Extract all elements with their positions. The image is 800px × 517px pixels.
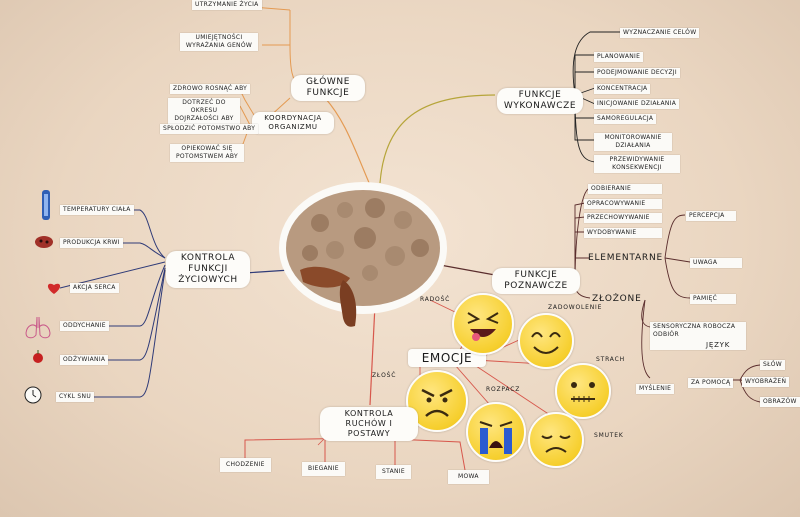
movement-walking: CHODZENIE [220,458,271,472]
coordination-label: KOORDYNACJA ORGANIZMU [252,112,334,134]
cog-elem-memory: PAMIĘĆ [690,294,736,304]
exec-item-initiating: INICJOWANIE DZIAŁANIA [594,99,680,109]
exec-item-decisions: PODEJMOWANIE DECYZJI [594,68,680,78]
cognitive-title: FUNKCJE POZNAWCZE [492,268,580,294]
complex-label: ZŁOŻONE [592,294,642,304]
cog-item-storing: PRZECHOWYWANIE [584,213,662,223]
executive-title: FUNKCJE WYKONAWCZE [497,88,583,114]
control-title: KONTROLA FUNKCJI ŻYCIOWYCH [166,251,250,288]
exec-item-concentration: KONCENTRACJA [594,84,651,94]
emotions-title: EMOCJE [408,349,486,367]
cog-elem-perception: PERCEPCJA [686,211,736,221]
coord-item-1: ZDROWO ROSNĄĆ ABY [170,84,251,94]
sensory-label: SENSORYCZNA ROBOCZA ODBIÓR [650,322,746,350]
sad-emoji-icon [528,412,584,468]
through-images: WYOBRAŻEŃ [742,377,790,387]
control-item-blood: PRODUKCJA KRWI [60,238,123,248]
exec-item-monitoring: MONITOROWANIE DZIAŁANIA [594,133,672,151]
emotion-despair: ROZPACZ [486,386,521,393]
cog-elem-attention: UWAGA [690,258,742,268]
emotion-contentment: ZADOWOLENIE [548,304,603,311]
laughing-emoji-icon [452,293,514,355]
exec-item-selfregulation: SAMOREGULACJA [594,114,657,124]
movement-speech: MOWA [448,470,489,484]
cog-item-retrieving: WYDOBYWANIE [584,228,662,238]
exec-item-consequences: PRZEWIDYWANIE KONSEKWENCJI [594,155,680,173]
crying-emoji-icon [466,402,526,462]
coord-item-3: SPŁODZIĆ POTOMSTWO ABY [160,124,259,134]
thinking-label: MYŚLENIE [636,384,675,394]
coord-item-2: DOTRZEĆ DO OKRESU DOJRZAŁOŚCI ABY [168,98,240,124]
movement-standing: STANIE [376,465,411,479]
emotion-anger: ZŁOŚĆ [372,372,397,379]
through-words: SŁÓW [760,360,786,370]
brain-icon [279,182,447,327]
lungs-icon [25,316,51,339]
movement-title: KONTROLA RUCHÓW I POSTAWY [320,407,418,441]
control-item-breathing: ODDYCHANIE [60,321,109,331]
control-item-temperature: TEMPERATURY CIAŁA [60,205,134,215]
emotion-joy: RADOŚĆ [420,296,451,303]
movement-running: BIEGANIE [302,462,345,476]
language-label: JĘZYK [706,341,731,349]
coord-item-4: OPIEKOWAĆ SIĘ POTOMSTWEM ABY [170,144,244,162]
blood-cell-icon [35,236,53,248]
apple-icon [33,350,43,363]
emotion-fear: STRACH [596,356,625,363]
cog-item-receiving: ODBIERANIE [588,184,662,194]
clock-icon [24,386,42,404]
heart-icon [47,283,61,294]
control-item-nutrition: ODŻYWIANIA [60,355,109,365]
through-label: ZA POMOCĄ [688,378,734,388]
zipped-emoji-icon [555,363,611,419]
control-item-sleep: CYKL SNU [56,392,95,402]
elementary-label: ELEMENTARNE [588,253,663,263]
cog-item-processing: OPRACOWYWANIE [584,199,662,209]
exec-item-planning: PLANOWANIE [594,52,644,62]
through-pictures: OBRAZÓW [760,397,800,407]
control-item-heart: AKCJA SERCA [70,283,119,293]
thermometer-icon [42,190,50,220]
genes-label: UMIEJĘTNOŚCI WYRAŻANIA GENÓW [180,33,258,51]
main-functions-title: GŁÓWNE FUNKCJE [291,75,365,101]
exec-item-goals: WYZNACZANIE CELÓW [620,28,700,38]
maintenance-label: UTRZYMANIE ŻYCIA [192,0,262,10]
emotion-sadness: SMUTEK [594,432,624,439]
smiling-emoji-icon [518,313,574,369]
